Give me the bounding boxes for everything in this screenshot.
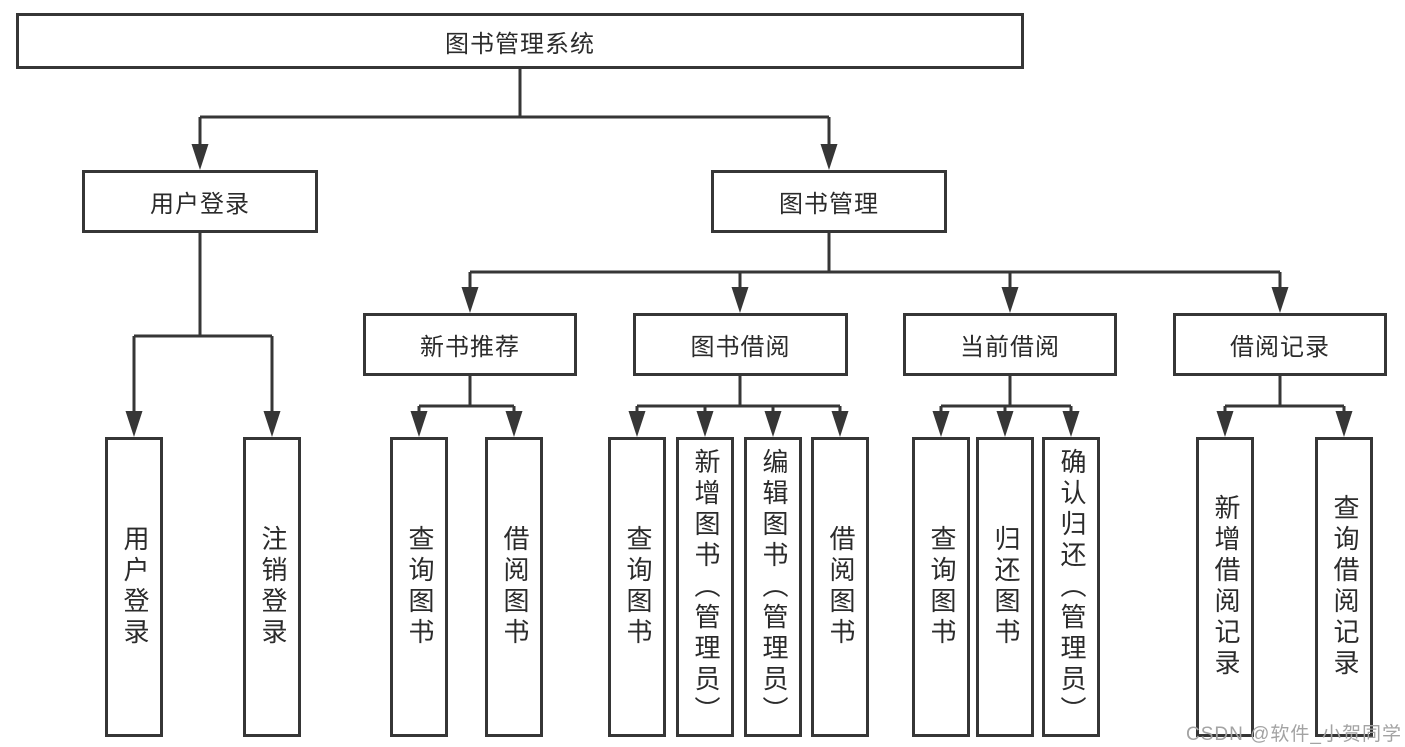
leaf-query-books-borrow-label: 查询图书 — [622, 525, 653, 649]
node-book-management: 图书管理 — [711, 170, 947, 233]
node-book-borrow-label: 图书借阅 — [690, 334, 791, 361]
leaf-query-books-borrow: 查询图书 — [608, 437, 666, 737]
leaf-edit-books-admin: 编辑图书（管理员） — [744, 437, 802, 737]
arrow-down-icon — [191, 144, 209, 170]
node-book-management-label: 图书管理 — [779, 191, 879, 218]
leaf-add-borrow-record: 新增借阅记录 — [1196, 437, 1254, 737]
arrow-down-icon — [1216, 411, 1234, 437]
leaf-borrow-books-label: 借阅图书 — [825, 525, 856, 649]
arrow-down-icon — [505, 411, 523, 437]
leaf-add-books-admin-label: 新增图书（管理员） — [690, 447, 721, 727]
arrow-down-icon — [628, 411, 646, 437]
connector-root-to-level2 — [198, 69, 831, 150]
connector-book-mgmt-children — [468, 233, 1282, 292]
leaf-borrow-books-recommend: 借阅图书 — [485, 437, 543, 737]
leaf-query-books-current: 查询图书 — [912, 437, 970, 737]
arrow-down-icon — [263, 411, 281, 437]
arrow-down-icon — [125, 411, 143, 437]
leaf-return-books: 归还图书 — [976, 437, 1034, 737]
leaf-logout-label: 注销登录 — [257, 525, 288, 649]
connector-records-children — [1223, 376, 1346, 416]
arrow-down-icon — [1335, 411, 1353, 437]
arrow-down-icon — [996, 411, 1014, 437]
connector-current-children — [939, 376, 1073, 416]
leaf-borrow-books-recommend-label: 借阅图书 — [499, 525, 530, 649]
leaf-add-books-admin: 新增图书（管理员） — [676, 437, 734, 737]
leaf-query-borrow-record: 查询借阅记录 — [1315, 437, 1373, 737]
csdn-watermark: CSDN @软件_小贺同学 — [1186, 724, 1402, 745]
leaf-edit-books-admin-label: 编辑图书（管理员） — [758, 447, 789, 727]
node-new-book-recommend: 新书推荐 — [363, 313, 577, 376]
leaf-query-books-recommend: 查询图书 — [390, 437, 448, 737]
arrow-down-icon — [764, 411, 782, 437]
node-root-label: 图书管理系统 — [445, 30, 595, 58]
arrow-down-icon — [1062, 411, 1080, 437]
connector-new-rec-children — [417, 376, 516, 416]
leaf-return-books-label: 归还图书 — [990, 525, 1021, 649]
leaf-query-books-current-label: 查询图书 — [926, 525, 957, 649]
arrow-down-icon — [461, 287, 479, 313]
connector-borrow-children — [635, 376, 842, 416]
leaf-confirm-return-admin-label: 确认归还（管理员） — [1056, 447, 1087, 727]
node-new-book-recommend-label: 新书推荐 — [420, 334, 520, 361]
arrow-down-icon — [820, 144, 838, 170]
arrow-down-icon — [731, 287, 749, 313]
leaf-borrow-books: 借阅图书 — [811, 437, 869, 737]
leaf-add-borrow-record-label: 新增借阅记录 — [1210, 494, 1241, 680]
arrow-down-icon — [831, 411, 849, 437]
node-book-borrow: 图书借阅 — [633, 313, 848, 376]
arrow-down-icon — [932, 411, 950, 437]
arrow-down-icon — [410, 411, 428, 437]
leaf-logout: 注销登录 — [243, 437, 301, 737]
node-user-login-label: 用户登录 — [150, 191, 250, 218]
node-current-borrow: 当前借阅 — [903, 313, 1117, 376]
node-current-borrow-label: 当前借阅 — [960, 334, 1060, 361]
node-borrow-records-label: 借阅记录 — [1230, 334, 1330, 361]
leaf-confirm-return-admin: 确认归还（管理员） — [1042, 437, 1100, 737]
leaf-user-login-label: 用户登录 — [119, 525, 150, 649]
arrow-down-icon — [696, 411, 714, 437]
node-borrow-records: 借阅记录 — [1173, 313, 1387, 376]
connector-user-login-children — [132, 233, 274, 416]
leaf-user-login: 用户登录 — [105, 437, 163, 737]
arrow-down-icon — [1001, 287, 1019, 313]
node-user-login: 用户登录 — [82, 170, 318, 233]
leaf-query-books-recommend-label: 查询图书 — [404, 525, 435, 649]
leaf-query-borrow-record-label: 查询借阅记录 — [1329, 494, 1360, 680]
node-root: 图书管理系统 — [16, 13, 1024, 69]
arrow-down-icon — [1271, 287, 1289, 313]
